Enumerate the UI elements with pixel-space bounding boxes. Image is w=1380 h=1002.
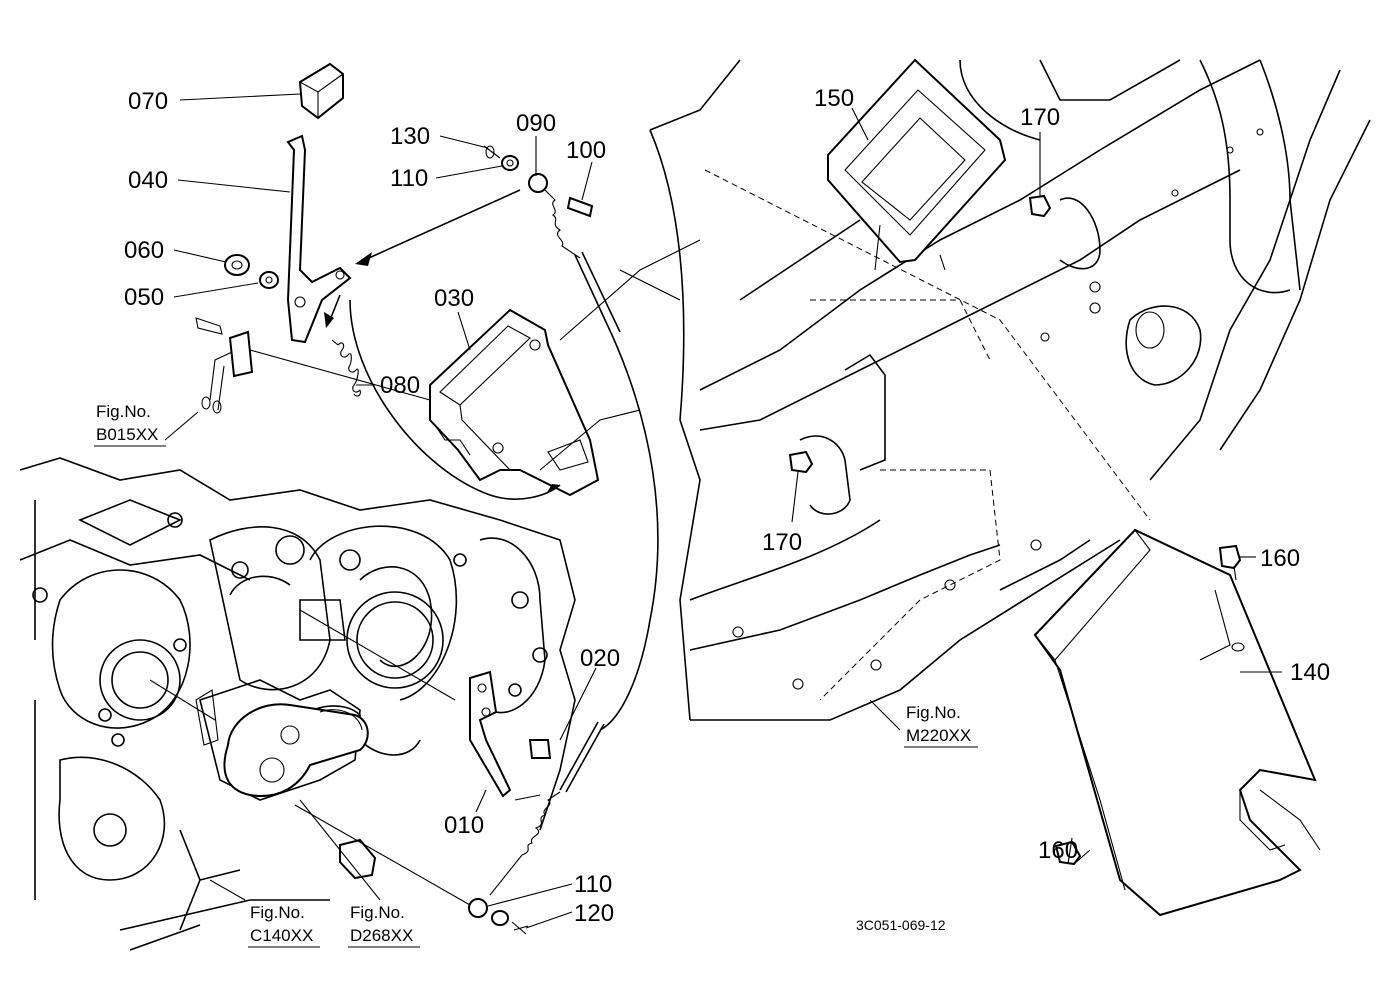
label-120: 120	[574, 900, 614, 927]
rod-010	[469, 670, 552, 798]
fig-ref-b015-code: B015XX	[96, 425, 158, 444]
washer-050	[259, 271, 279, 289]
label-130: 130	[390, 123, 430, 150]
cable-boot	[521, 791, 561, 856]
bolt-170-left	[788, 450, 814, 474]
lever-assembly	[195, 62, 361, 414]
fig-ref-b015: Fig.No. B015XX	[94, 402, 166, 447]
cover-140	[1033, 528, 1321, 917]
cable-end-090	[528, 173, 548, 193]
label-010: 010	[444, 812, 484, 839]
switch-bracket	[228, 330, 254, 378]
label-170-top: 170	[1020, 104, 1060, 131]
fig-ref-d268-code: D268XX	[350, 926, 413, 945]
label-070: 070	[128, 88, 168, 115]
bolt-160-top	[1218, 544, 1242, 570]
fig-ref-c140-title: Fig.No.	[250, 903, 305, 922]
fig-ref-m220-code: M220XX	[906, 726, 971, 745]
label-100: 100	[566, 137, 606, 164]
bracket-030	[429, 308, 600, 497]
label-140: 140	[1290, 659, 1330, 686]
cable-020	[599, 334, 659, 731]
label-080: 080	[380, 372, 420, 399]
label-170-left: 170	[762, 529, 802, 556]
bolt-100	[566, 196, 594, 218]
label-150: 150	[814, 85, 854, 112]
lever-040	[286, 134, 352, 344]
label-160-top: 160	[1260, 545, 1300, 572]
label-090: 090	[516, 110, 556, 137]
fig-ref-d268: Fig.No. D268XX	[348, 903, 420, 948]
label-050: 050	[124, 284, 164, 311]
bolt-160-bottom	[1054, 840, 1082, 866]
label-040: 040	[128, 167, 168, 194]
pin-130	[485, 145, 495, 159]
spring-080	[337, 342, 361, 393]
label-110-bottom: 110	[574, 871, 612, 898]
part-labels: 070 040 060 050 130 110 090 100 030 080 …	[124, 85, 1330, 927]
fig-ref-m220: Fig.No. M220XX	[904, 703, 978, 748]
washer-110-bottom	[491, 910, 509, 926]
floor-frame	[649, 59, 1371, 721]
fig-ref-m220-title: Fig.No.	[906, 703, 961, 722]
figure-references: Fig.No. B015XX Fig.No. C140XX Fig.No. D2…	[94, 402, 978, 948]
fig-ref-d268-title: Fig.No.	[350, 903, 405, 922]
drawing-code: 3C051-069-12	[856, 917, 946, 933]
washer-110-top	[501, 155, 519, 171]
label-020: 020	[580, 645, 620, 672]
cable-spring	[544, 189, 581, 259]
label-060: 060	[124, 237, 164, 264]
injection-pump	[195, 689, 377, 880]
bolts	[788, 194, 1242, 866]
leader-lines	[164, 93, 1282, 929]
fig-ref-c140-code: C140XX	[250, 926, 313, 945]
fig-ref-b015-title: Fig.No.	[96, 402, 151, 421]
nut-060	[224, 254, 250, 276]
connection-lines	[149, 189, 701, 906]
tray-150	[827, 58, 1007, 271]
bolt-170-top	[1028, 194, 1052, 218]
label-160-bottom: 160	[1038, 837, 1078, 864]
cable-assembly	[468, 145, 659, 935]
knob-070	[298, 62, 344, 120]
label-030: 030	[434, 285, 474, 312]
fig-ref-c140: Fig.No. C140XX	[248, 903, 320, 948]
cable-eye	[468, 898, 488, 918]
label-110-top: 110	[390, 165, 428, 192]
